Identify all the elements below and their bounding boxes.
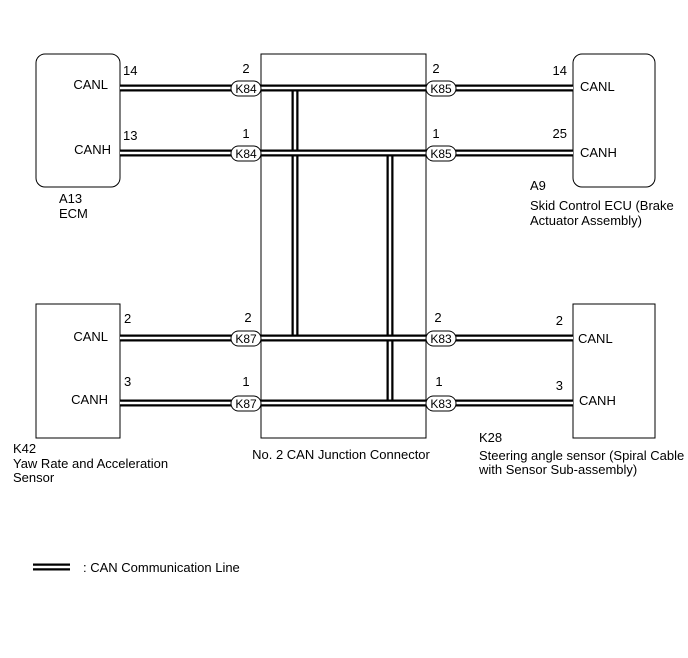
junction-connector-box [260, 53, 427, 439]
steer-id: K28 [479, 430, 502, 445]
ecm-canl-label: CANL [73, 77, 108, 92]
yaw-name-line2: Sensor [13, 470, 55, 485]
skid-canh-label: CANH [580, 145, 617, 160]
yaw-name-line1: Yaw Rate and Acceleration [13, 456, 168, 471]
pin-k83-canl: 2 [434, 310, 441, 325]
svg-text:K83: K83 [430, 332, 452, 346]
connector-k84-canl: K84 [230, 80, 262, 97]
skid-name-line2: Actuator Assembly) [530, 213, 642, 228]
svg-text:K85: K85 [430, 147, 452, 161]
pin-k87-canh: 1 [242, 374, 249, 389]
connector-k87-canl: K87 [230, 330, 262, 347]
steer-canh-pin: 3 [556, 378, 563, 393]
yaw-id: K42 [13, 441, 36, 456]
svg-text:K84: K84 [235, 82, 257, 96]
connector-k85-canh: K85 [425, 145, 457, 162]
skid-id: A9 [530, 178, 546, 193]
skid-canl-pin: 14 [553, 63, 567, 78]
connector-k85-canl: K85 [425, 80, 457, 97]
connector-k87-canh: K87 [230, 395, 262, 412]
svg-text:K87: K87 [235, 332, 257, 346]
connector-k83-canl: K83 [425, 330, 457, 347]
steering-angle-sensor-box [572, 303, 656, 439]
ecm-box [35, 53, 121, 188]
steer-canl-pin: 2 [556, 313, 563, 328]
ecm-name: ECM [59, 206, 88, 221]
steer-canh-label: CANH [579, 393, 616, 408]
svg-text:K87: K87 [235, 397, 257, 411]
pin-k87-canl: 2 [244, 310, 251, 325]
yaw-canh-label: CANH [71, 392, 108, 407]
ecm-canl-pin: 14 [123, 63, 137, 78]
pin-k84-canh: 1 [242, 126, 249, 141]
connector-k83-canh: K83 [425, 395, 457, 412]
skid-control-ecu-box [572, 53, 656, 188]
junction-name: No. 2 CAN Junction Connector [252, 447, 430, 462]
svg-text:K83: K83 [430, 397, 452, 411]
yaw-rate-sensor-box [35, 303, 121, 439]
connector-k84-canh: K84 [230, 145, 262, 162]
steer-canl-label: CANL [578, 331, 613, 346]
skid-canl-label: CANL [580, 79, 615, 94]
yaw-canl-pin: 2 [124, 311, 131, 326]
yaw-canh-pin: 3 [124, 374, 131, 389]
can-wires [120, 84, 573, 407]
skid-name-line1: Skid Control ECU (Brake [530, 198, 674, 213]
svg-text:K85: K85 [430, 82, 452, 96]
legend-text: : CAN Communication Line [83, 560, 240, 575]
pin-k83-canh: 1 [435, 374, 442, 389]
pin-k85-canl: 2 [432, 61, 439, 76]
skid-canh-pin: 25 [553, 126, 567, 141]
steer-name-line2: with Sensor Sub-assembly) [478, 462, 637, 477]
steer-name-line1: Steering angle sensor (Spiral Cable [479, 448, 684, 463]
ecm-canh-pin: 13 [123, 128, 137, 143]
ecm-canh-label: CANH [74, 142, 111, 157]
ecm-id: A13 [59, 191, 82, 206]
pin-k85-canh: 1 [432, 126, 439, 141]
pin-k84-canl: 2 [242, 61, 249, 76]
yaw-canl-label: CANL [73, 329, 108, 344]
svg-text:K84: K84 [235, 147, 257, 161]
